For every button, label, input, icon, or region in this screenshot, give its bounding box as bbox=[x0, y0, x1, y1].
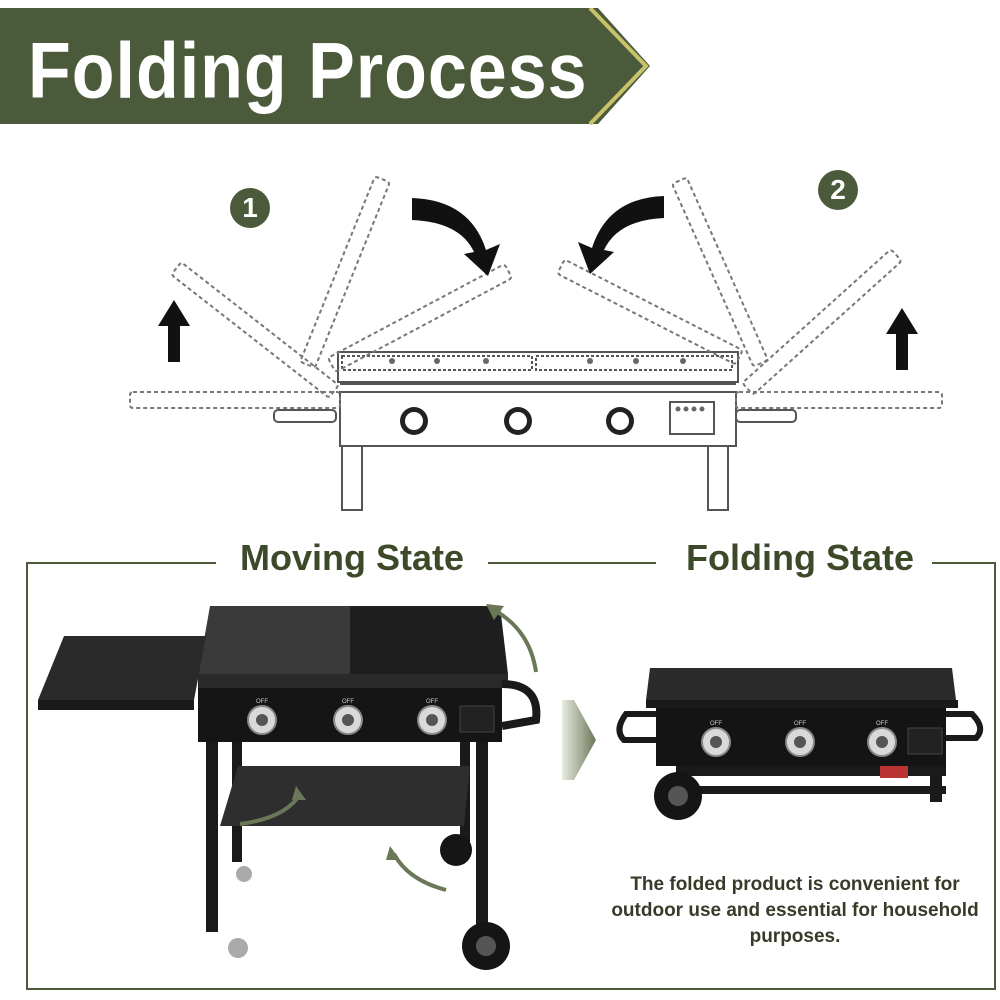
folding-knob-label-2: OFF bbox=[794, 721, 806, 727]
moving-state-label: Moving State bbox=[240, 537, 465, 578]
moving-knob-label-2: OFF bbox=[342, 699, 354, 705]
step-1-badge: 1 bbox=[230, 188, 270, 228]
moving-state-photo: OFF OFF OFF bbox=[38, 604, 541, 970]
folding-diagram bbox=[129, 176, 943, 511]
folded-product-caption: The folded product is convenient for out… bbox=[611, 874, 979, 947]
curved-arrows bbox=[412, 196, 664, 276]
title-banner bbox=[0, 8, 650, 126]
frame-top-right bbox=[932, 562, 996, 564]
step-2-badge: 2 bbox=[818, 170, 858, 210]
folding-knob-label-3: OFF bbox=[876, 721, 888, 727]
folding-knob-label-1: OFF bbox=[710, 721, 722, 727]
up-arrows bbox=[158, 300, 918, 370]
moving-knob-label-3: OFF bbox=[426, 699, 438, 705]
frame-top-middle bbox=[488, 562, 656, 564]
folding-state-photo: OFF OFF OFF bbox=[616, 668, 984, 820]
transition-arrow bbox=[562, 700, 596, 780]
page-title: Folding Process bbox=[28, 27, 588, 115]
diagram-knobs bbox=[400, 407, 634, 435]
states-frame bbox=[26, 562, 996, 990]
moving-knob-label-1: OFF bbox=[256, 699, 268, 705]
folding-state-label: Folding State bbox=[686, 537, 914, 578]
frame-top-left bbox=[26, 562, 216, 564]
